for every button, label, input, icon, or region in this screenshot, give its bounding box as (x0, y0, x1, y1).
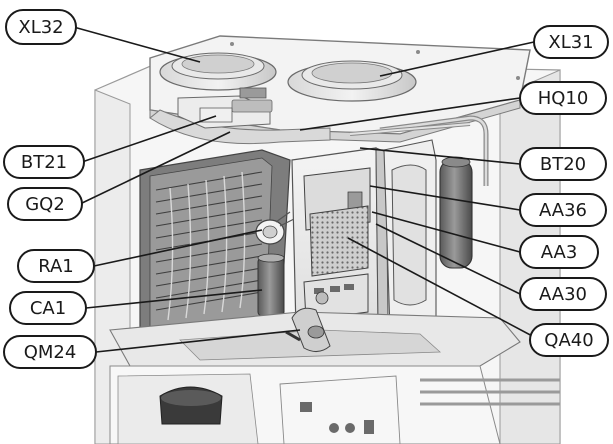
leader-bt21 (81, 115, 217, 163)
leader-qm24 (95, 329, 301, 353)
callout-gq2: GQ2 (7, 187, 83, 221)
receiver-tank (439, 156, 473, 269)
label-qm24: QM24 (24, 342, 77, 363)
label-ca1: CA1 (30, 298, 66, 319)
heat-pump-illustration (94, 35, 561, 444)
callout-hq10: HQ10 (519, 81, 607, 115)
leader-qa40 (347, 237, 537, 339)
callout-aa30: AA30 (519, 277, 607, 311)
label-aa30: AA30 (539, 284, 587, 305)
label-xl31: XL31 (548, 32, 593, 53)
capacitor-ca1 (257, 253, 285, 317)
leader-gq2 (79, 131, 231, 205)
label-ra1: RA1 (38, 256, 74, 277)
callout-qa40: QA40 (529, 323, 609, 357)
callout-bt21: BT21 (3, 145, 85, 179)
label-xl32: XL32 (18, 17, 63, 38)
label-bt21: BT21 (21, 152, 67, 173)
callout-ca1: CA1 (9, 291, 87, 325)
valve-qm24 (285, 307, 331, 352)
callout-bt20: BT20 (519, 147, 607, 181)
label-bt20: BT20 (540, 154, 586, 175)
leader-aa36 (369, 185, 521, 211)
label-aa3: AA3 (541, 242, 578, 263)
leader-lines (69, 25, 537, 353)
label-qa40: QA40 (544, 330, 593, 351)
leader-xl32 (69, 25, 201, 63)
leader-xl31 (379, 41, 535, 77)
leader-ra1 (93, 229, 263, 267)
callout-qm24: QM24 (3, 335, 97, 369)
duct-xl31 (287, 60, 417, 102)
callout-xl32: XL32 (5, 9, 77, 45)
leader-bt20 (359, 147, 521, 165)
callout-aa36: AA36 (519, 193, 607, 227)
leader-ca1 (85, 289, 263, 309)
callout-aa3: AA3 (519, 235, 599, 269)
callout-xl31: XL31 (533, 25, 609, 59)
label-hq10: HQ10 (538, 88, 589, 109)
refrigerant-pipes (349, 115, 489, 331)
evaporator-coil (139, 149, 291, 347)
label-gq2: GQ2 (25, 194, 65, 215)
duct-xl32 (159, 52, 277, 91)
leader-aa30 (375, 223, 521, 295)
callout-ra1: RA1 (17, 249, 95, 283)
electrical-cabinet (291, 147, 389, 331)
leader-aa3 (371, 211, 521, 253)
leader-hq10 (299, 97, 521, 131)
label-aa36: AA36 (539, 200, 587, 221)
